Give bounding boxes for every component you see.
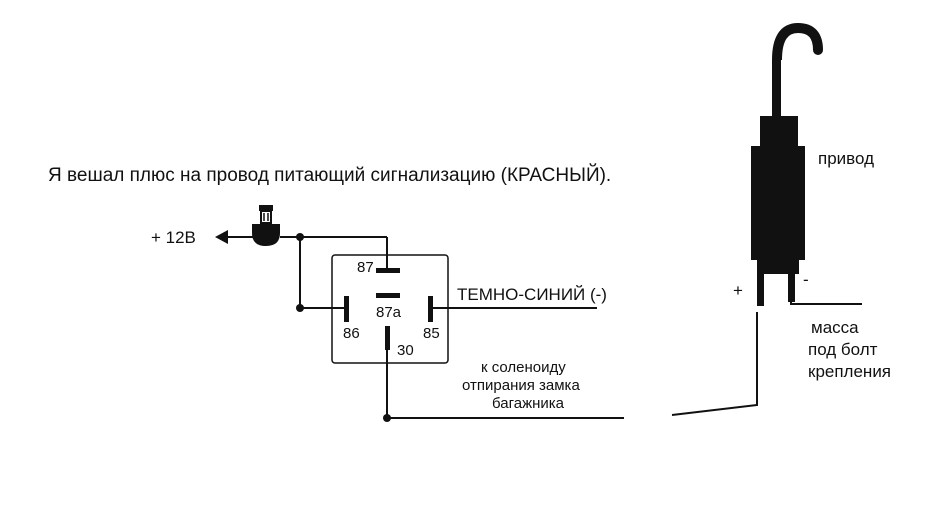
pin-87a-label: 87а <box>376 304 402 321</box>
solenoid-label-line1: к соленоиду <box>481 359 566 376</box>
pin-85-label: 85 <box>423 325 440 342</box>
pin-87-label: 87 <box>357 259 374 276</box>
pin-30-contact <box>385 326 390 350</box>
actuator-minus-label: - <box>803 270 809 289</box>
power-arrow <box>215 230 228 244</box>
actuator-plus-wire <box>671 312 758 416</box>
wire-dark-blue-label: ТЕМНО-СИНИЙ (-) <box>457 285 607 304</box>
power-label: + 12В <box>151 228 196 247</box>
solenoid-label-line2: отпирания замка <box>462 377 580 394</box>
pin-85-contact <box>428 296 433 322</box>
actuator-icon <box>751 22 823 306</box>
pin-87-contact <box>376 268 400 273</box>
pin-86-contact <box>344 296 349 322</box>
actuator-title: привод <box>818 149 874 168</box>
caption-text: Я вешал плюс на провод питающий сигнализ… <box>48 164 611 186</box>
actuator-plus-label: + <box>733 281 743 300</box>
ground-label-line3: крепления <box>808 362 891 381</box>
ground-label-line1: масса <box>811 318 859 337</box>
solenoid-label-line3: багажника <box>492 395 565 412</box>
pin-30-label: 30 <box>397 342 414 359</box>
fuse-icon <box>252 205 280 246</box>
ground-label-line2: под болт <box>808 340 878 359</box>
pin-87a-contact <box>376 293 400 298</box>
pin-86-label: 86 <box>343 325 360 342</box>
